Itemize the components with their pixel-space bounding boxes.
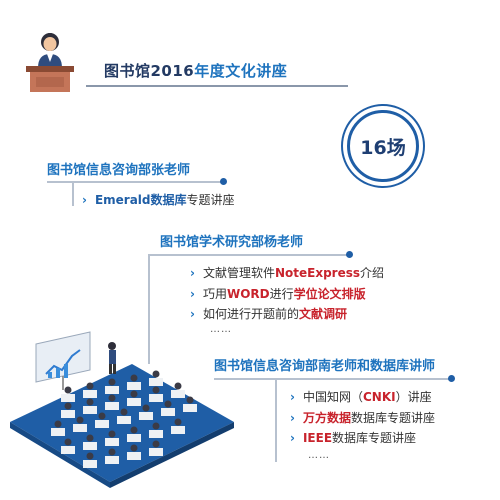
section-heading-nan: 图书馆信息咨询部南老师和数据库讲师: [214, 359, 436, 374]
item-text: 数据库专题讲座: [332, 431, 417, 445]
chevron-right-icon: ›: [290, 430, 295, 445]
item-highlight: Emerald数据库: [94, 193, 187, 207]
item-highlight: CNKI: [362, 389, 396, 404]
item-text: 如何进行开题前的: [202, 307, 299, 321]
item-text: 进行: [269, 287, 294, 301]
title-accent: 年度文化讲座: [194, 62, 288, 80]
item-text: 文献管理软件: [202, 266, 275, 280]
item-highlight: 文献调研: [298, 307, 347, 321]
list-item: › Emerald数据库专题讲座: [82, 191, 235, 208]
lecture-count-ring: [341, 104, 425, 188]
page-title: 图书馆2016年度文化讲座: [104, 60, 287, 81]
section-heading-yang: 图书馆学术研究部杨老师: [160, 235, 304, 250]
divider-dot: [346, 251, 353, 258]
divider-dot: [220, 178, 227, 185]
item-highlight: 万方数据: [302, 411, 351, 425]
connector-line: [148, 254, 150, 364]
more-ellipsis: ……: [210, 324, 232, 335]
item-text: 专题讲座: [186, 193, 235, 207]
podium-speaker-illustration: [26, 33, 74, 92]
chevron-right-icon: ›: [290, 389, 295, 404]
connector-line: [72, 182, 74, 206]
divider-line: [47, 181, 222, 183]
lecture-count: 16场: [360, 136, 406, 159]
divider-line: [148, 254, 348, 256]
chevron-right-icon: ›: [190, 286, 195, 301]
lecture-hall-illustration: [10, 331, 234, 488]
item-text: 巧用: [202, 287, 227, 301]
list-item: › 万方数据数据库专题讲座: [290, 409, 435, 426]
item-highlight: 学位论文排版: [293, 287, 366, 301]
divider-line: [214, 378, 450, 380]
connector-line: [275, 378, 277, 462]
item-text: 中国知网（: [302, 390, 363, 404]
chevron-right-icon: ›: [190, 265, 195, 280]
item-text: 数据库专题讲座: [350, 411, 435, 425]
section-heading-zhang: 图书馆信息咨询部张老师: [47, 163, 191, 178]
item-highlight: NoteExpress: [274, 265, 360, 280]
chevron-right-icon: ›: [190, 306, 195, 321]
item-text: ）讲座: [395, 390, 432, 404]
item-text: 介绍: [360, 266, 385, 280]
title-prefix: 图书馆2016: [104, 62, 195, 80]
item-highlight: IEEE: [302, 430, 333, 445]
list-item: › 如何进行开题前的文献调研: [190, 305, 347, 322]
list-item: › 中国知网（CNKI）讲座: [290, 388, 432, 405]
more-ellipsis: ……: [308, 450, 330, 461]
chevron-right-icon: ›: [82, 192, 87, 207]
divider-dot: [448, 375, 455, 382]
title-underline: [86, 85, 348, 87]
chevron-right-icon: ›: [290, 410, 295, 425]
item-highlight: WORD: [226, 286, 270, 301]
